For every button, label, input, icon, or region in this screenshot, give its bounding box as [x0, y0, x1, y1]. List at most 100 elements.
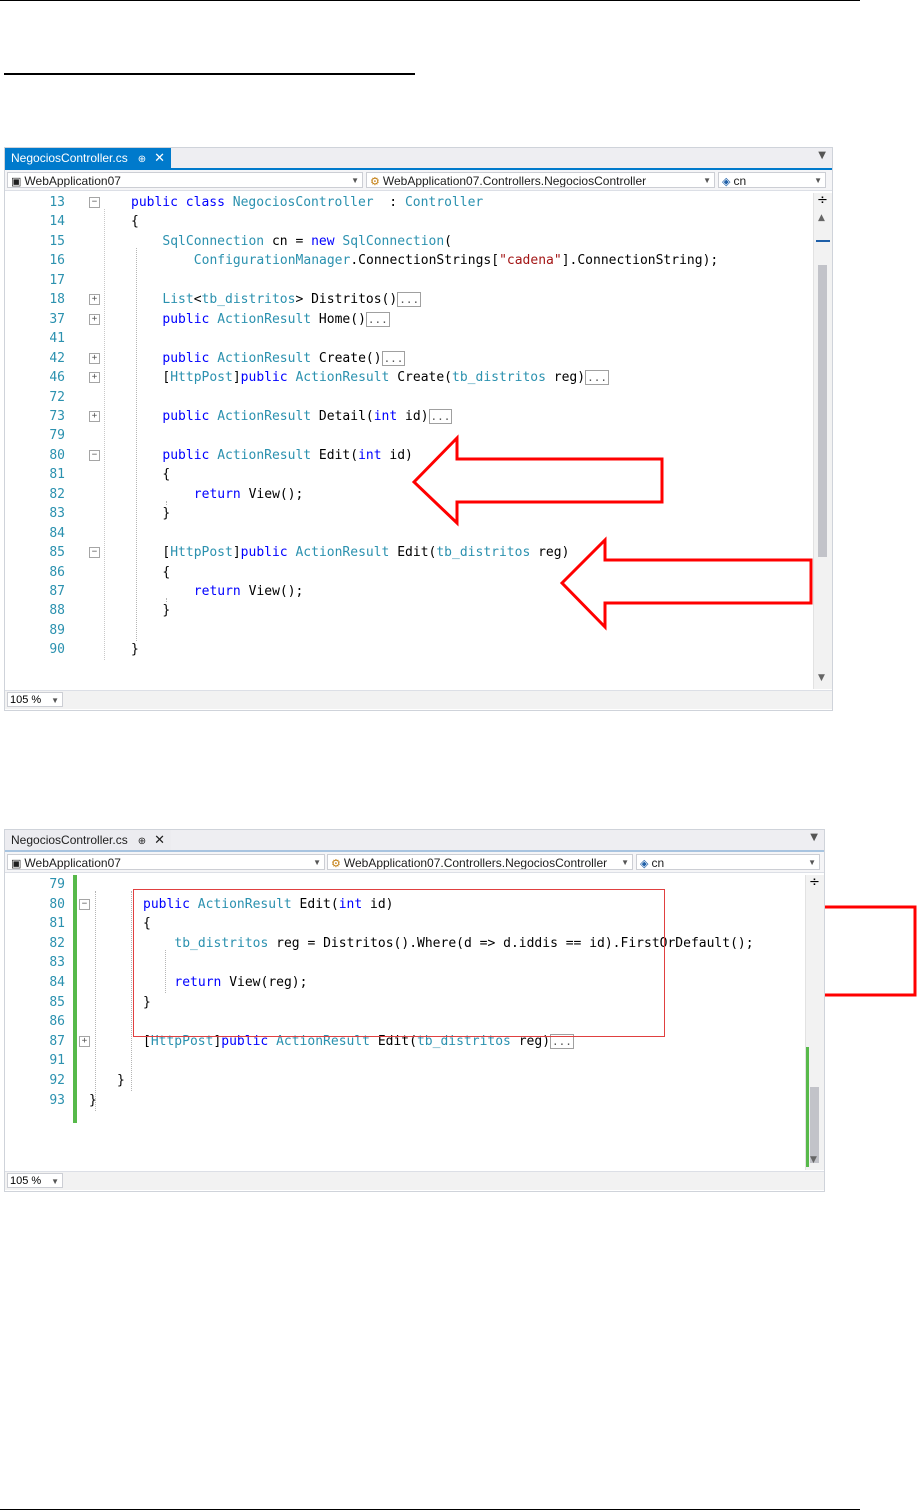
scroll-down-icon[interactable]: ▼: [810, 1155, 817, 1165]
code-line[interactable]: 85−[HttpPost]public ActionResult Edit(tb…: [5, 543, 832, 562]
code-text: }: [117, 1071, 125, 1090]
scroll-up-icon[interactable]: ▲: [818, 213, 825, 223]
project-dropdown[interactable]: ▣WebApplication07▼: [7, 172, 363, 188]
collapse-icon[interactable]: −: [89, 449, 100, 461]
collapsed-region-marker[interactable]: ...: [397, 292, 422, 308]
code-line[interactable]: 91: [5, 1051, 824, 1070]
code-token: reg = Distritos().Where(d => d.iddis == …: [268, 935, 754, 951]
pin-icon[interactable]: ⊕: [137, 836, 147, 847]
code-line[interactable]: 83}: [5, 504, 832, 523]
tab-dropdown-icon[interactable]: ▼: [818, 150, 826, 161]
code-token: public: [162, 408, 218, 424]
vertical-scrollbar[interactable]: ÷ ▲ ▼: [813, 193, 832, 689]
zoom-dropdown[interactable]: 105 %▼: [7, 1173, 63, 1188]
code-token: SqlConnection: [342, 233, 445, 249]
member-dropdown-value: cn: [733, 174, 747, 188]
collapsed-region-marker[interactable]: ...: [381, 350, 406, 366]
zoom-dropdown[interactable]: 105 %▼: [7, 692, 63, 707]
code-line[interactable]: 37+public ActionResult Home()...: [5, 310, 832, 329]
code-line[interactable]: 14 {: [5, 212, 832, 231]
line-number: 14: [49, 214, 65, 230]
collapse-icon[interactable]: −: [79, 898, 90, 910]
scroll-down-icon[interactable]: ▼: [818, 673, 825, 683]
class-dropdown[interactable]: ⚙WebApplication07.Controllers.NegociosCo…: [327, 854, 633, 870]
close-icon[interactable]: ✕: [154, 150, 166, 165]
code-line[interactable]: 72: [5, 388, 832, 407]
scroll-thumb[interactable]: [818, 265, 827, 557]
document-tab[interactable]: NegociosController.cs⊕✕: [5, 148, 172, 168]
expand-icon[interactable]: +: [89, 313, 100, 325]
code-token: ActionResult: [217, 447, 312, 463]
close-icon[interactable]: ✕: [154, 832, 166, 847]
code-line[interactable]: 42+public ActionResult Create()...: [5, 349, 832, 368]
code-line[interactable]: 88}: [5, 601, 832, 620]
code-token: }: [117, 1073, 125, 1088]
code-line[interactable]: 73+public ActionResult Detail(int id)...: [5, 407, 832, 426]
code-line[interactable]: 93}: [5, 1091, 824, 1110]
split-icon[interactable]: ÷: [817, 193, 828, 208]
code-line[interactable]: 46+[HttpPost]public ActionResult Create(…: [5, 368, 832, 387]
member-dropdown[interactable]: ◈cn▼: [636, 854, 820, 870]
code-text: {: [131, 212, 139, 231]
code-token: [: [162, 370, 171, 386]
code-text: }: [143, 993, 151, 1012]
code-line[interactable]: 41: [5, 329, 832, 348]
expand-icon[interactable]: +: [89, 294, 100, 306]
collapsed-region-marker[interactable]: ...: [365, 311, 390, 327]
split-icon[interactable]: ÷: [809, 875, 820, 890]
collapsed-region-marker[interactable]: ...: [585, 370, 609, 386]
collapse-icon[interactable]: −: [89, 547, 100, 559]
pin-icon[interactable]: ⊕: [137, 154, 147, 165]
code-line[interactable]: 83: [5, 953, 824, 972]
code-token: ActionResult: [217, 408, 312, 424]
field-icon: ◈: [640, 858, 649, 870]
expand-icon[interactable]: +: [89, 410, 100, 422]
code-area[interactable]: 13−public class NegociosController : Con…: [5, 193, 832, 689]
scroll-thumb[interactable]: [810, 1087, 819, 1163]
code-line[interactable]: 80−public ActionResult Edit(int id): [5, 895, 824, 914]
code-line[interactable]: 87+[HttpPost]public ActionResult Edit(tb…: [5, 1032, 824, 1051]
code-line[interactable]: 86: [5, 1012, 824, 1031]
code-line[interactable]: 81{: [5, 914, 824, 933]
expand-icon[interactable]: +: [89, 372, 100, 384]
code-line[interactable]: 13−public class NegociosController : Con…: [5, 193, 832, 212]
line-number: 41: [49, 331, 65, 347]
collapsed-region-marker[interactable]: ...: [428, 408, 453, 424]
code-line[interactable]: 92}: [5, 1071, 824, 1090]
code-text: {: [162, 563, 170, 582]
member-dropdown[interactable]: ◈cn▼: [718, 172, 826, 188]
vertical-scrollbar[interactable]: ÷ ▼: [805, 875, 824, 1170]
code-line[interactable]: 80−public ActionResult Edit(int id): [5, 446, 832, 465]
code-line[interactable]: 79: [5, 426, 832, 445]
project-dropdown[interactable]: ▣WebApplication07▼: [7, 854, 325, 870]
code-line[interactable]: 86{: [5, 563, 832, 582]
class-dropdown[interactable]: ⚙WebApplication07.Controllers.NegociosCo…: [366, 172, 715, 188]
indent-guide: [166, 500, 167, 505]
code-line[interactable]: 81{: [5, 465, 832, 484]
code-line[interactable]: 85}: [5, 993, 824, 1012]
code-line[interactable]: 89: [5, 621, 832, 640]
tab-strip: NegociosController.cs⊕✕ ▼: [5, 830, 824, 852]
line-number: 87: [49, 1033, 65, 1049]
code-line[interactable]: 90}: [5, 640, 832, 659]
expand-icon[interactable]: +: [89, 352, 100, 364]
code-line[interactable]: 18+List<tb_distritos> Distritos()...: [5, 290, 832, 309]
code-text: }: [131, 640, 139, 659]
code-line[interactable]: 84: [5, 524, 832, 543]
code-line[interactable]: 79: [5, 875, 824, 894]
tab-dropdown-icon[interactable]: ▼: [810, 832, 818, 843]
expand-icon[interactable]: +: [79, 1035, 90, 1047]
document-tab[interactable]: NegociosController.cs⊕✕: [5, 830, 172, 850]
collapsed-region-marker[interactable]: ...: [550, 1033, 574, 1049]
highlight-box: [133, 889, 665, 1037]
collapse-icon[interactable]: −: [89, 197, 100, 208]
code-line[interactable]: 17: [5, 271, 832, 290]
code-token: }: [89, 1092, 97, 1108]
